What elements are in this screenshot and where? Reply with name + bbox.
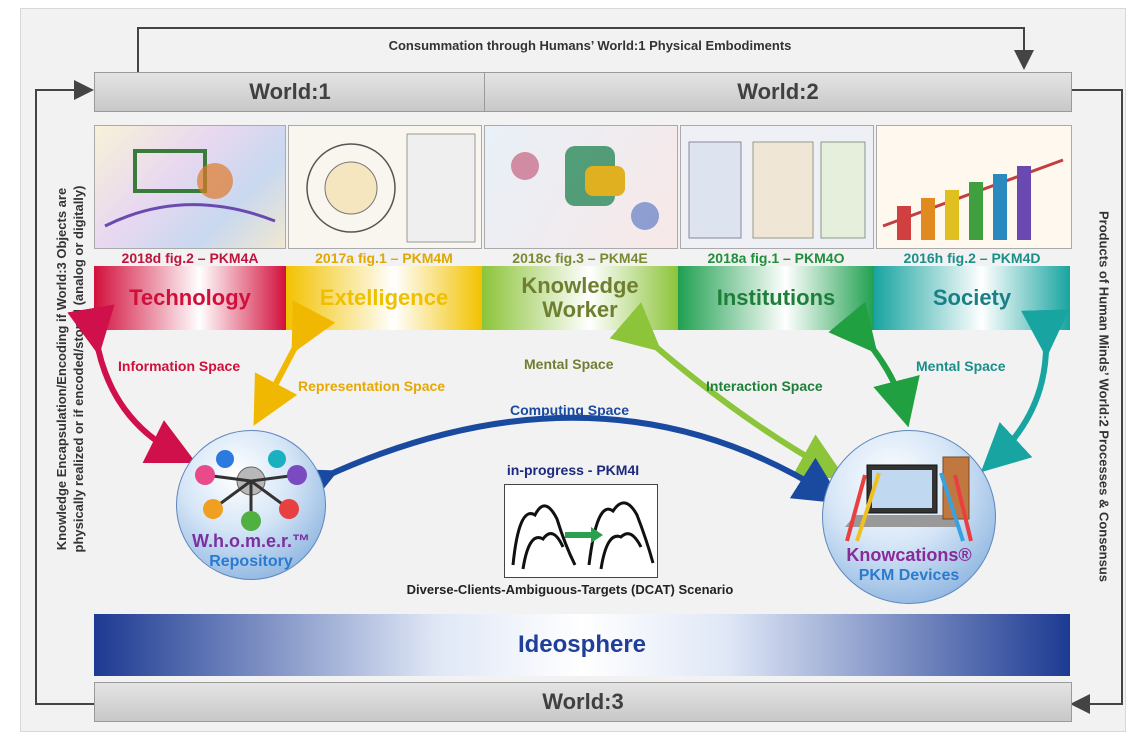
repository-network-icon <box>195 450 307 531</box>
knowcations-devices-circle: Knowcations® PKM Devices <box>822 430 996 604</box>
pkm-devices-icon <box>845 456 973 542</box>
category-label: Knowledge Worker <box>521 273 639 322</box>
information-space-arrow <box>67 304 197 464</box>
interaction-space-arrow <box>609 302 846 479</box>
world2-bar: World:2 <box>484 72 1072 112</box>
reference-label-pkm4o: 2018a fig.1 – PKM4O <box>707 250 845 266</box>
whomer-repository-circle: W.h.o.m.e.r.™ Repository <box>176 430 326 580</box>
thumbnail-art <box>882 158 1064 240</box>
thumbnail-art <box>688 141 866 239</box>
interaction-space-label: Interaction Space <box>706 378 823 394</box>
institutions-space-arrow <box>828 301 920 428</box>
figure-thumbnail-pkm4m <box>288 125 482 249</box>
dcat-scenario-image <box>504 484 658 578</box>
whomer-sub: Repository <box>209 553 293 570</box>
reference-label-pkm4a: 2018d fig.2 – PKM4A <box>121 250 259 266</box>
world1-bar: World:1 <box>94 72 486 112</box>
computing-space-arrow <box>284 414 844 513</box>
reference-label-pkm4d: 2016h fig.2 – PKM4D <box>903 250 1041 266</box>
in-progress-label: in-progress - PKM4I <box>506 462 640 478</box>
world2-label: World:2 <box>737 79 819 104</box>
category-label: Society <box>932 285 1012 310</box>
ideosphere-bar: Ideosphere <box>94 614 1070 676</box>
world3-bar: World:3 <box>94 682 1072 722</box>
whomer-name: W.h.o.m.e.r.™ <box>191 531 311 551</box>
top-arrow-label: Consummation through Humans’ World:1 Phy… <box>330 38 850 53</box>
world3-label: World:3 <box>542 689 624 714</box>
computing-space-label: Computing Space <box>510 402 630 418</box>
mental-space-right-label: Mental Space <box>916 358 1006 374</box>
figure-thumbnail-pkm4a <box>94 125 286 249</box>
reference-label-pkm4m: 2017a fig.1 – PKM4M <box>315 250 453 266</box>
dcat-scenario-label: Diverse-Clients-Ambiguous-Targets (DCAT)… <box>406 582 734 597</box>
information-space-label: Information Space <box>118 358 241 374</box>
world1-label: World:1 <box>249 79 331 104</box>
left-loop-line <box>35 80 94 705</box>
thumbnail-art <box>306 133 476 243</box>
category-label: Extelligence <box>319 285 449 310</box>
reference-label-pkm4e: 2018c fig.3 – PKM4E <box>512 250 648 266</box>
representation-space-arrow <box>253 300 336 426</box>
dcat-curves <box>511 501 655 570</box>
thumbnail-art <box>104 149 276 228</box>
representation-space-label: Representation Space <box>298 378 446 394</box>
mental-space-left-label: Mental Space <box>524 356 614 372</box>
knowcations-sub: PKM Devices <box>858 567 960 584</box>
thumbnail-art <box>511 146 659 230</box>
top-loop-line <box>137 27 1034 72</box>
ideosphere-label: Ideosphere <box>517 631 647 658</box>
knowcations-name: Knowcations® <box>846 545 972 565</box>
society-mental-space-arrow <box>980 309 1070 473</box>
figure-thumbnail-pkm4e <box>484 125 678 249</box>
figure-thumbnail-pkm4d <box>876 125 1072 249</box>
right-loop-line <box>1070 89 1123 714</box>
figure-thumbnail-pkm4o <box>680 125 874 249</box>
